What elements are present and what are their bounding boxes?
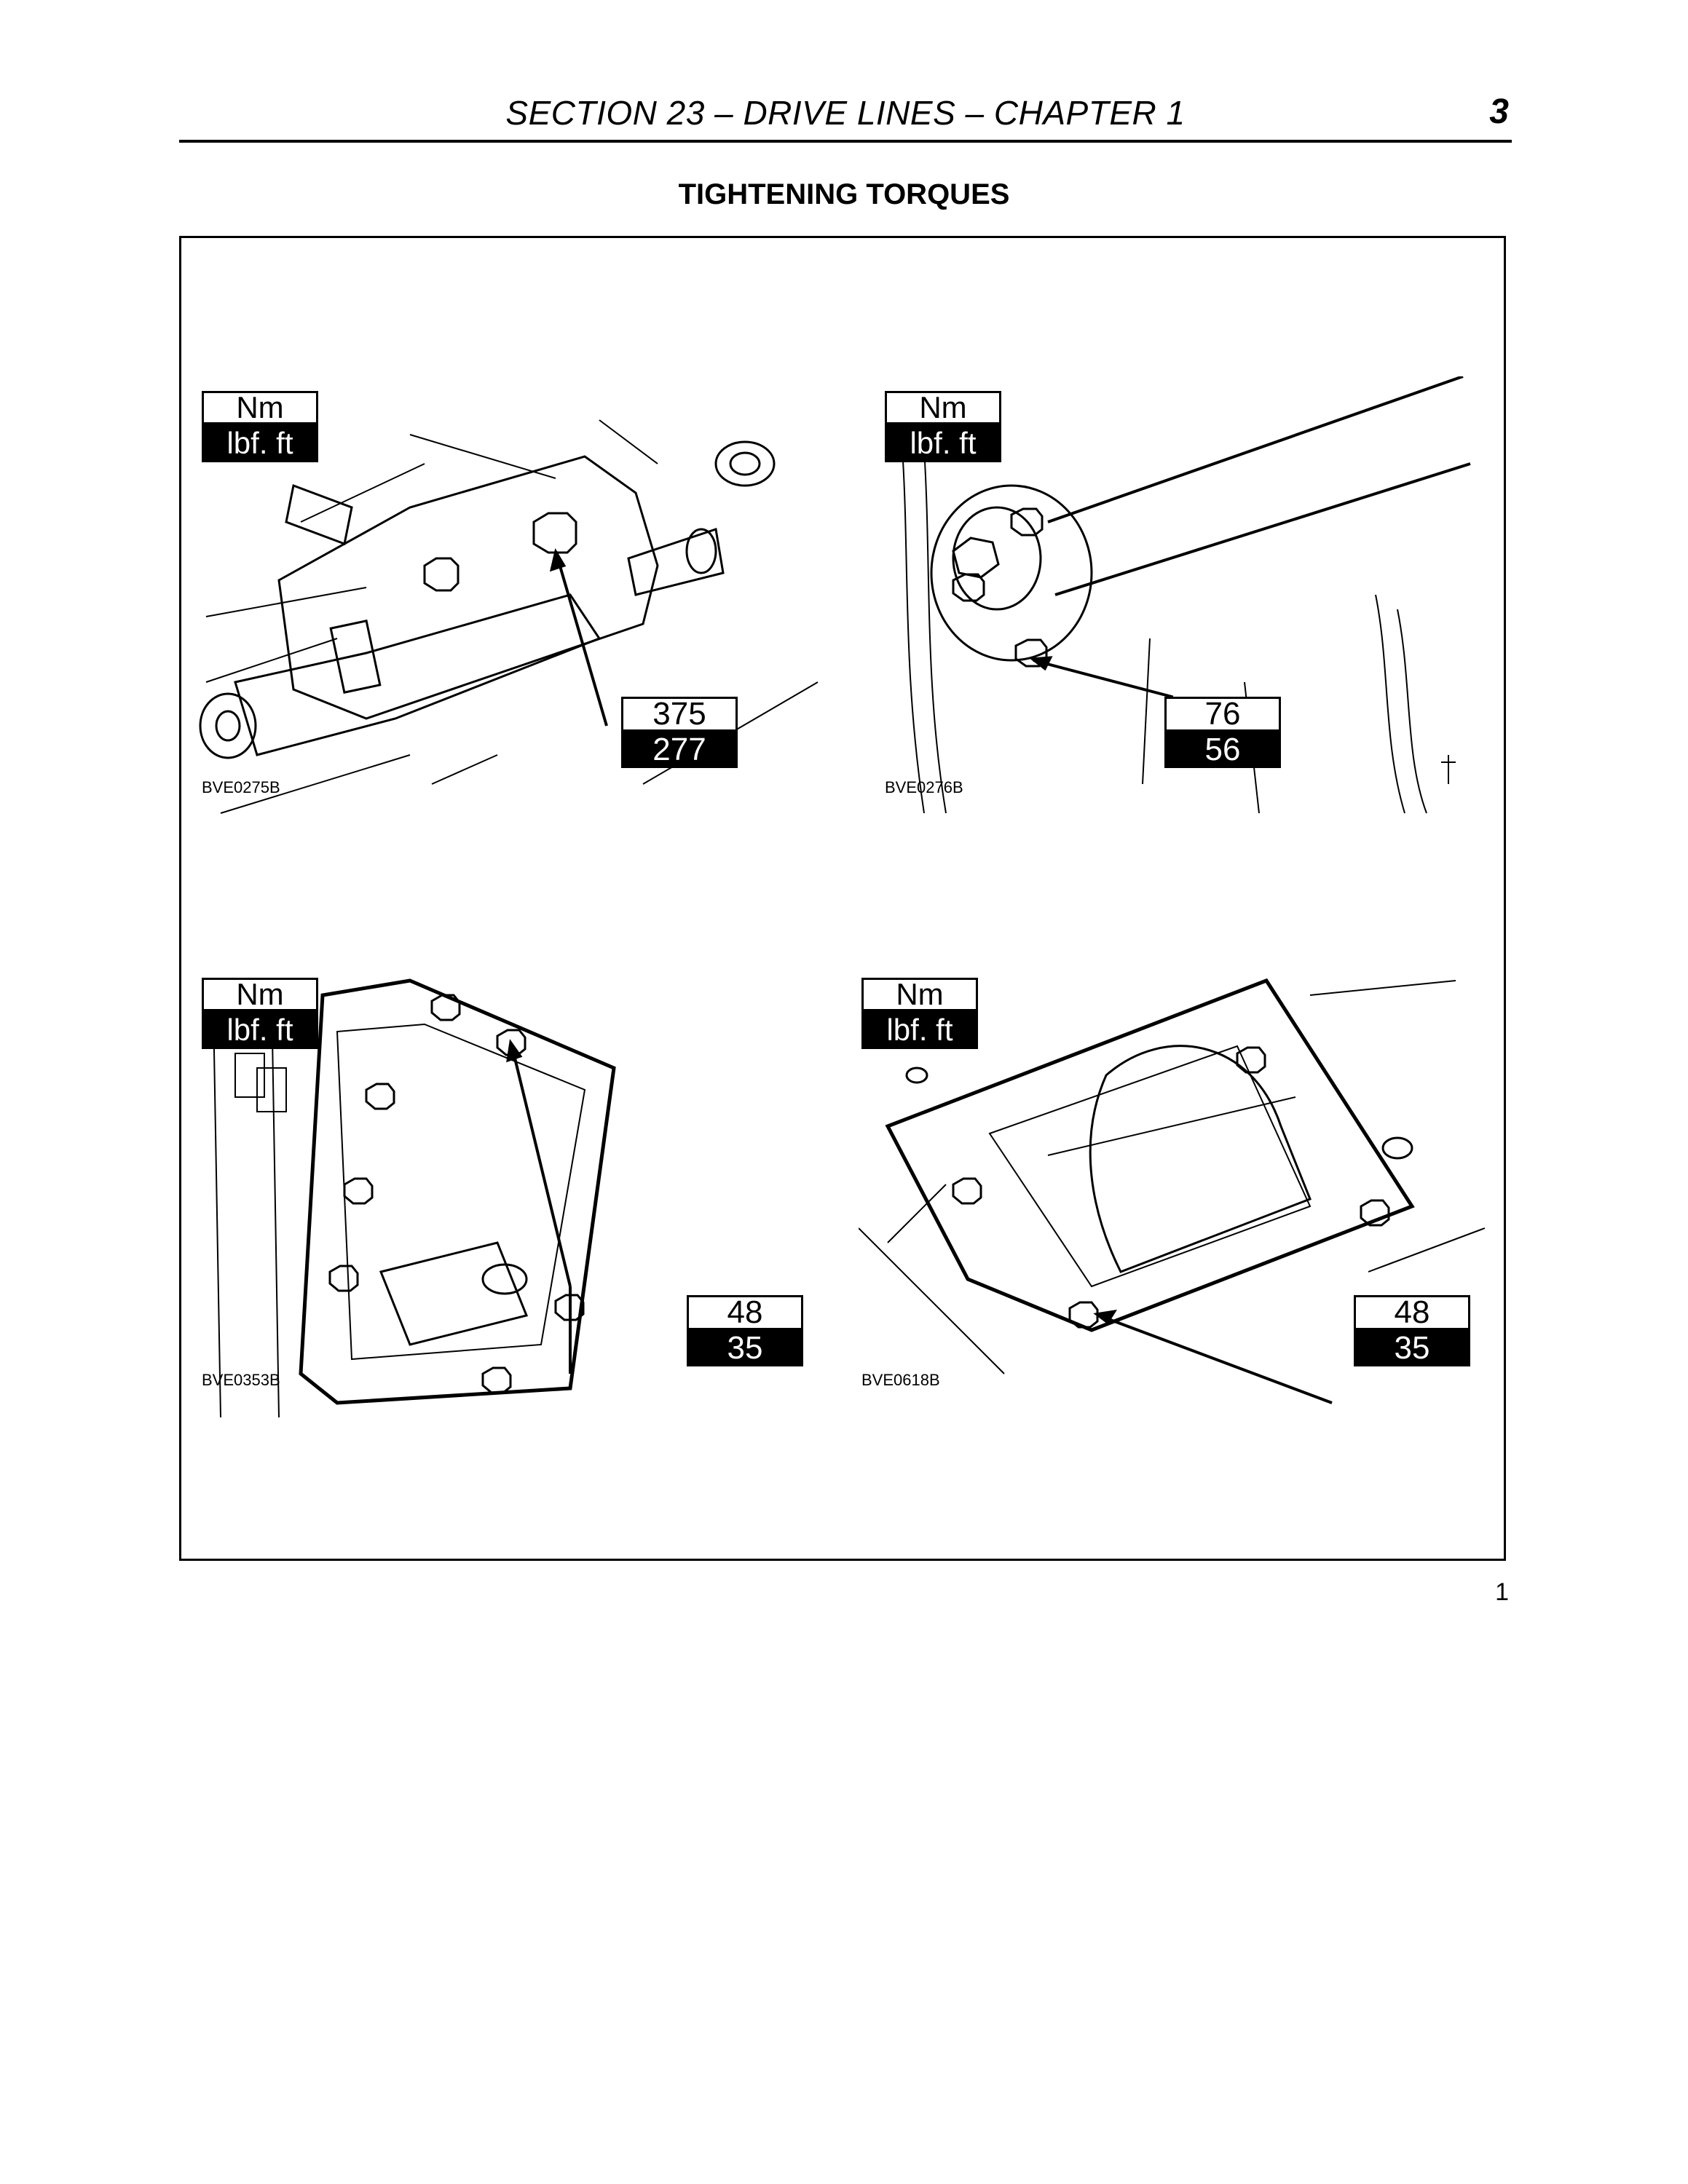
panel-cover-left: Nm lbf. ft 48 35 BVE0353B: [192, 966, 832, 1417]
torque-unit-label: Nm lbf. ft: [885, 391, 1001, 462]
cover-right-illustration: [859, 978, 1486, 1404]
value-nm: 48: [1354, 1295, 1470, 1330]
value-lbf-ft: 35: [1354, 1330, 1470, 1366]
panel-cover-right: Nm lbf. ft 48 35 BVE0618B: [859, 966, 1499, 1417]
value-nm: 48: [687, 1295, 803, 1330]
illustration-ref: BVE0276B: [885, 778, 963, 796]
unit-lbf-ft: lbf. ft: [861, 1011, 978, 1049]
torque-value: 48 35: [687, 1295, 803, 1366]
driveshaft-rear-illustration: [199, 419, 819, 814]
figure-frame: Nm lbf. ft 375 277 BVE0275B Nm lbf.: [179, 236, 1506, 1561]
value-nm: 76: [1164, 697, 1281, 732]
unit-nm: Nm: [861, 978, 978, 1011]
unit-nm: Nm: [202, 978, 318, 1011]
torque-unit-label: Nm lbf. ft: [202, 391, 318, 462]
value-lbf-ft: 56: [1164, 732, 1281, 768]
torque-unit-label: Nm lbf. ft: [861, 978, 978, 1049]
illustration-ref: BVE0353B: [202, 1371, 280, 1389]
torque-value: 375 277: [621, 697, 738, 768]
value-nm: 375: [621, 697, 738, 732]
panel-driveshaft-rear: Nm lbf. ft 375 277 BVE0275B: [192, 376, 832, 828]
section-title: SECTION 23 – DRIVE LINES – CHAPTER 1: [505, 94, 1186, 132]
page-heading: TIGHTENING TORQUES: [678, 178, 1010, 210]
value-lbf-ft: 35: [687, 1330, 803, 1366]
unit-lbf-ft: lbf. ft: [202, 1011, 318, 1049]
value-lbf-ft: 277: [621, 732, 738, 768]
torque-value: 48 35: [1354, 1295, 1470, 1366]
illustration-ref: BVE0618B: [861, 1371, 940, 1389]
figure-number: 1: [1495, 1578, 1509, 1606]
illustration-ref: BVE0275B: [202, 778, 280, 796]
torque-value: 76 56: [1164, 697, 1281, 768]
unit-lbf-ft: lbf. ft: [885, 424, 1001, 462]
panel-driveshaft-flange: Nm lbf. ft 76 56 BVE0276B: [880, 376, 1499, 828]
unit-lbf-ft: lbf. ft: [202, 424, 318, 462]
page-number: 3: [1489, 92, 1509, 131]
driveshaft-flange-illustration: [902, 376, 1471, 814]
torque-unit-label: Nm lbf. ft: [202, 978, 318, 1049]
page-header: SECTION 23 – DRIVE LINES – CHAPTER 1 3: [179, 87, 1512, 143]
unit-nm: Nm: [885, 391, 1001, 424]
unit-nm: Nm: [202, 391, 318, 424]
cover-left-illustration: [213, 978, 616, 1417]
